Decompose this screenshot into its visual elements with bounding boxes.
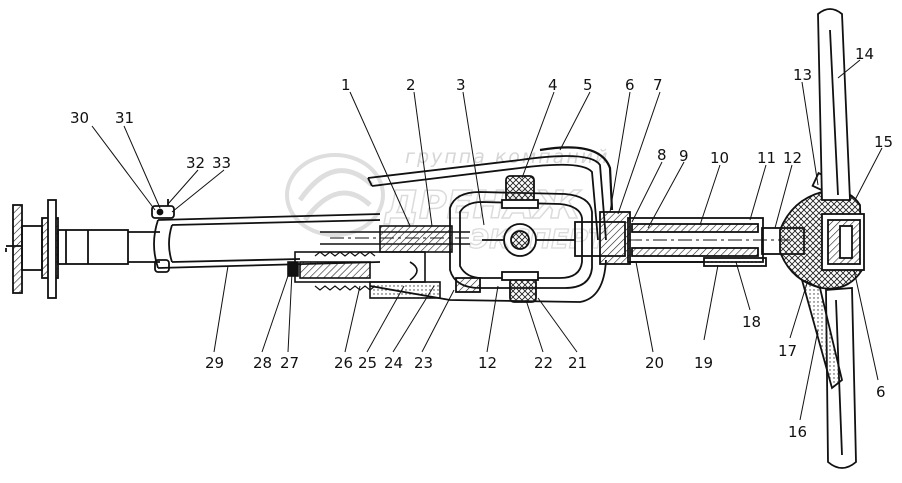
callout-8: 8: [657, 146, 667, 164]
callout-32: 32: [186, 154, 205, 172]
spring-assembly: [287, 251, 441, 299]
callout-3: 3: [456, 76, 466, 94]
column-tube: [574, 211, 805, 267]
steering-wheel-hub: [779, 171, 865, 290]
callout-13: 13: [793, 66, 812, 84]
callout-12-bottom: 12: [478, 354, 497, 372]
callout-15: 15: [874, 133, 893, 151]
callout-11: 11: [757, 149, 776, 167]
callout-22: 22: [534, 354, 553, 372]
callout-23: 23: [414, 354, 433, 372]
leader-lines: [91, 59, 883, 421]
callout-24: 24: [384, 354, 403, 372]
callout-20: 20: [645, 354, 664, 372]
callout-6-top: 6: [625, 76, 635, 94]
callout-31: 31: [115, 109, 134, 127]
upper-housing: [367, 146, 614, 303]
callout-26: 26: [334, 354, 353, 372]
callout-17: 17: [778, 342, 797, 360]
callout-16: 16: [788, 423, 807, 441]
callout-25: 25: [358, 354, 377, 372]
callout-19: 19: [694, 354, 713, 372]
callout-1: 1: [341, 76, 351, 94]
callout-30: 30: [70, 109, 89, 127]
callout-18: 18: [742, 313, 761, 331]
callout-12-top: 12: [783, 149, 802, 167]
steering-wheel: [800, 8, 857, 469]
cardan-joint: [449, 175, 593, 303]
inner-shaft: [320, 225, 470, 253]
callout-4: 4: [548, 76, 558, 94]
watermark-text: группа компаний: [405, 146, 609, 168]
callout-2: 2: [406, 76, 416, 94]
callout-14: 14: [855, 45, 874, 63]
callout-labels: 1 2 3 4 5 6 7 8 9 10 11 12 13 14 15 6 16…: [70, 45, 893, 441]
callout-5: 5: [583, 76, 593, 94]
callout-9: 9: [679, 147, 689, 165]
callout-29: 29: [205, 354, 224, 372]
callout-6-bottom: 6: [876, 383, 886, 401]
callout-7: 7: [653, 76, 663, 94]
callout-21: 21: [568, 354, 587, 372]
callout-28: 28: [253, 354, 272, 372]
callout-27: 27: [280, 354, 299, 372]
callout-10: 10: [710, 149, 729, 167]
left-flange: [5, 199, 160, 299]
callout-33: 33: [212, 154, 231, 172]
